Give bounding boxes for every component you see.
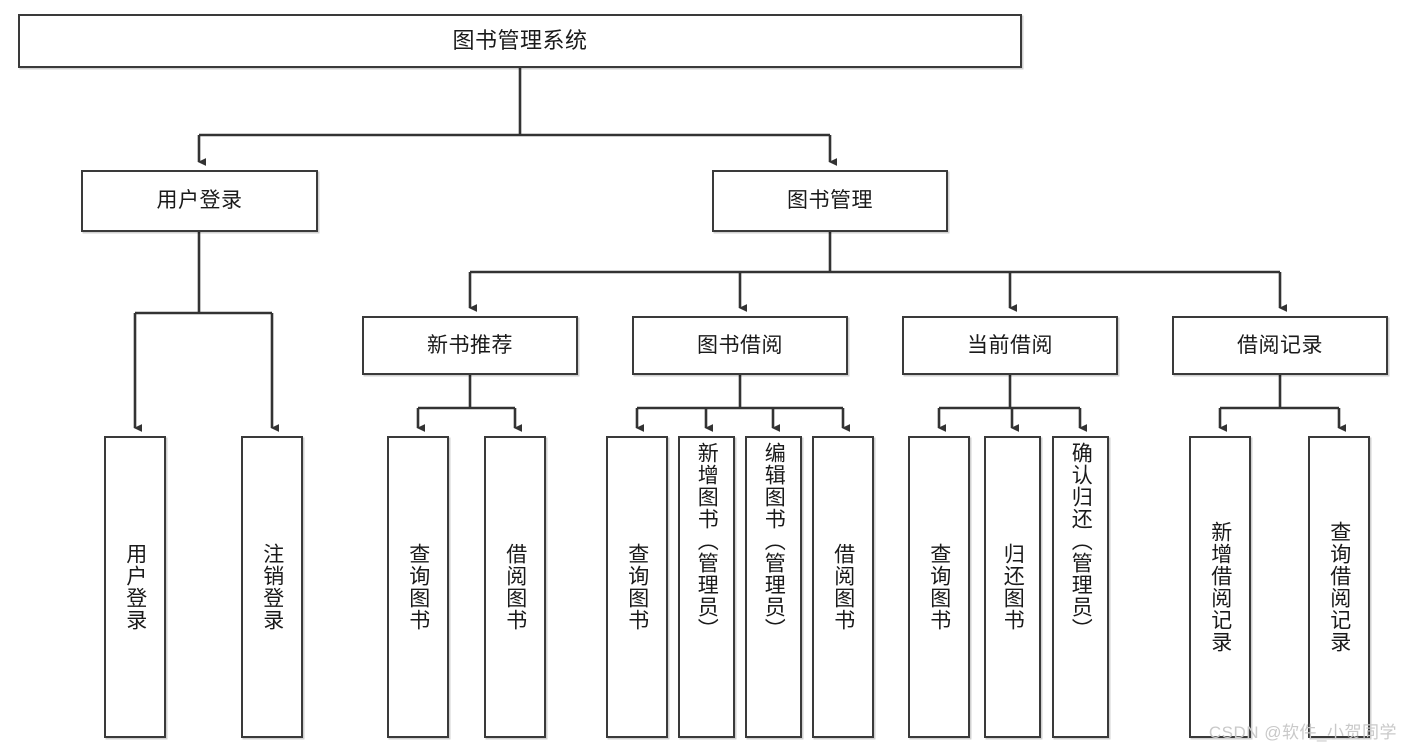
node-leaf-return-book[interactable]: 归还图书 — [984, 436, 1041, 738]
node-root-system[interactable]: 图书管理系统 — [18, 14, 1022, 68]
node-label-leaf-query-book-borrow: 查询图书 — [625, 543, 649, 631]
node-leaf-user-logout[interactable]: 注销登录 — [241, 436, 303, 738]
node-leaf-query-book-borrow[interactable]: 查询图书 — [606, 436, 668, 738]
node-label-book-borrow: 图书借阅 — [697, 333, 783, 357]
node-label-user-login: 用户登录 — [156, 189, 243, 213]
node-leaf-query-book-rec[interactable]: 查询图书 — [387, 436, 449, 738]
node-new-book-rec[interactable]: 新书推荐 — [362, 316, 578, 375]
node-label-leaf-query-record: 查询借阅记录 — [1327, 521, 1351, 653]
node-leaf-add-book[interactable]: 新增图书（管理员） — [678, 436, 735, 738]
node-label-leaf-return-book: 归还图书 — [1001, 543, 1025, 631]
node-label-leaf-query-book-cur: 查询图书 — [927, 543, 951, 631]
node-leaf-confirm-return[interactable]: 确认归还（管理员） — [1052, 436, 1109, 738]
node-label-new-book-rec: 新书推荐 — [427, 333, 513, 357]
node-leaf-user-login[interactable]: 用户登录 — [104, 436, 166, 738]
node-leaf-edit-book[interactable]: 编辑图书（管理员） — [745, 436, 802, 738]
node-label-borrow-record: 借阅记录 — [1237, 333, 1323, 357]
node-book-borrow[interactable]: 图书借阅 — [632, 316, 848, 375]
node-borrow-record[interactable]: 借阅记录 — [1172, 316, 1388, 375]
node-label-leaf-query-book-rec: 查询图书 — [406, 543, 430, 631]
node-leaf-add-record[interactable]: 新增借阅记录 — [1189, 436, 1251, 738]
node-leaf-borrow-book[interactable]: 借阅图书 — [812, 436, 874, 738]
node-label-leaf-borrow-book-rec: 借阅图书 — [503, 543, 527, 631]
node-user-login[interactable]: 用户登录 — [81, 170, 318, 232]
node-label-leaf-user-login: 用户登录 — [123, 543, 147, 631]
node-label-leaf-user-logout: 注销登录 — [260, 543, 284, 631]
node-label-leaf-confirm-return: 确认归还（管理员） — [1069, 442, 1093, 640]
node-leaf-query-book-cur[interactable]: 查询图书 — [908, 436, 970, 738]
node-label-leaf-add-record: 新增借阅记录 — [1208, 521, 1232, 653]
node-label-current-borrow: 当前借阅 — [967, 333, 1053, 357]
node-leaf-query-record[interactable]: 查询借阅记录 — [1308, 436, 1370, 738]
node-label-leaf-edit-book: 编辑图书（管理员） — [762, 442, 786, 640]
node-book-manage[interactable]: 图书管理 — [712, 170, 948, 232]
node-label-root: 图书管理系统 — [452, 27, 588, 53]
node-leaf-borrow-book-rec[interactable]: 借阅图书 — [484, 436, 546, 738]
node-current-borrow[interactable]: 当前借阅 — [902, 316, 1118, 375]
node-label-book-manage: 图书管理 — [787, 189, 873, 213]
node-label-leaf-borrow-book: 借阅图书 — [831, 543, 855, 631]
node-label-leaf-add-book: 新增图书（管理员） — [695, 442, 719, 640]
